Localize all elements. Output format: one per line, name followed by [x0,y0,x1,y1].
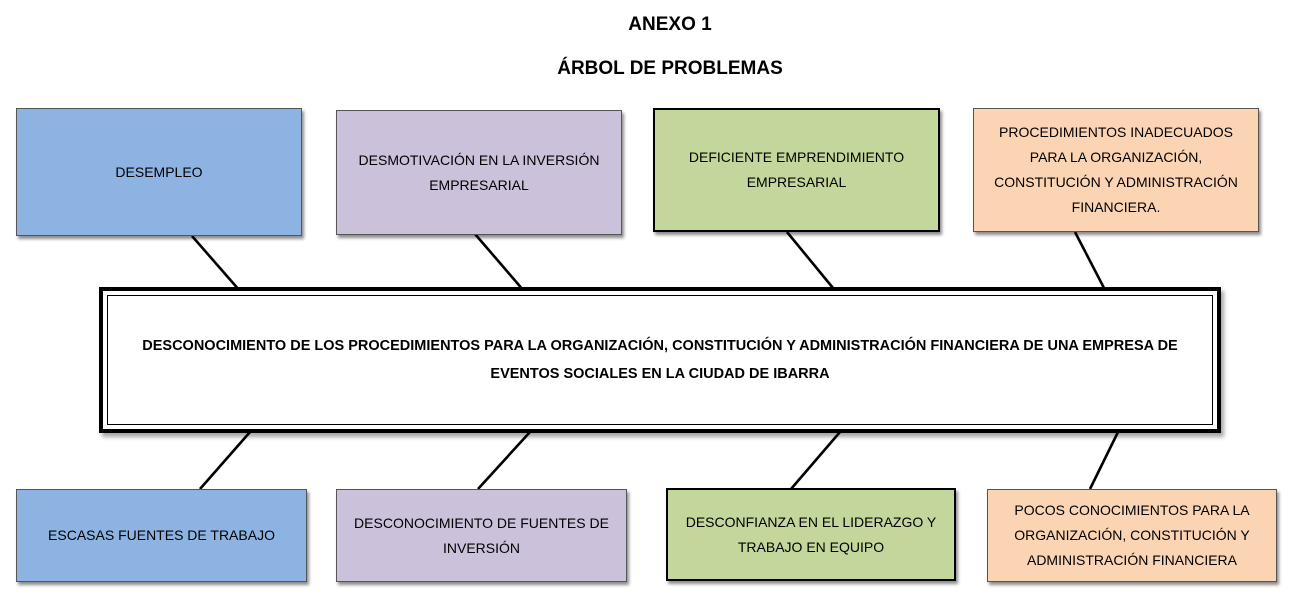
connector-cause-2 [477,431,531,490]
cause-box-limited-knowledge: POCOS CONOCIMIENTOS PARA LA ORGANIZACIÓN… [987,489,1277,582]
cause-box-investment-sources: DESCONOCIMIENTO DE FUENTES DE INVERSIÓN [336,489,627,582]
central-problem-box: DESCONOCIMIENTO DE LOS PROCEDIMIENTOS PA… [99,287,1221,433]
effect-box-entrepreneurship: DEFICIENTE EMPRENDIMIENTO EMPRESARIAL [653,108,940,232]
diagram-title: ÁRBOL DE PROBLEMAS [557,58,783,79]
connector-cause-1 [199,431,251,490]
connector-effect-1 [191,235,241,292]
effect-label: PROCEDIMIENTOS INADECUADOS PARA LA ORGAN… [994,124,1238,215]
connector-effect-2 [474,233,525,292]
cause-box-leadership-distrust: DESCONFIANZA EN EL LIDERAZGO Y TRABAJO E… [666,488,956,581]
effect-box-unemployment: DESEMPLEO [16,108,302,236]
effect-label: DESMOTIVACIÓN EN LA INVERSIÓN EMPRESARIA… [358,151,600,193]
cause-label: ESCASAS FUENTES DE TRABAJO [48,527,275,543]
effect-box-inadequate-procedures: PROCEDIMIENTOS INADECUADOS PARA LA ORGAN… [973,108,1259,232]
connector-cause-4 [1088,431,1120,490]
annex-title: ANEXO 1 [628,14,712,35]
connector-cause-3 [790,431,841,490]
effect-box-investment-demotivation: DESMOTIVACIÓN EN LA INVERSIÓN EMPRESARIA… [336,110,622,235]
central-problem-text: DESCONOCIMIENTO DE LOS PROCEDIMIENTOS PA… [107,295,1213,425]
connector-effect-4 [1073,231,1106,289]
effect-label: DESEMPLEO [115,163,203,180]
cause-label: DESCONFIANZA EN EL LIDERAZGO Y TRABAJO E… [685,513,937,555]
cause-label: POCOS CONOCIMIENTOS PARA LA ORGANIZACIÓN… [1014,502,1250,568]
connector-effect-3 [785,231,835,289]
cause-label: DESCONOCIMIENTO DE FUENTES DE INVERSIÓN [354,514,609,556]
effect-label: DEFICIENTE EMPRENDIMIENTO EMPRESARIAL [688,149,905,190]
cause-box-job-sources: ESCASAS FUENTES DE TRABAJO [16,489,307,582]
